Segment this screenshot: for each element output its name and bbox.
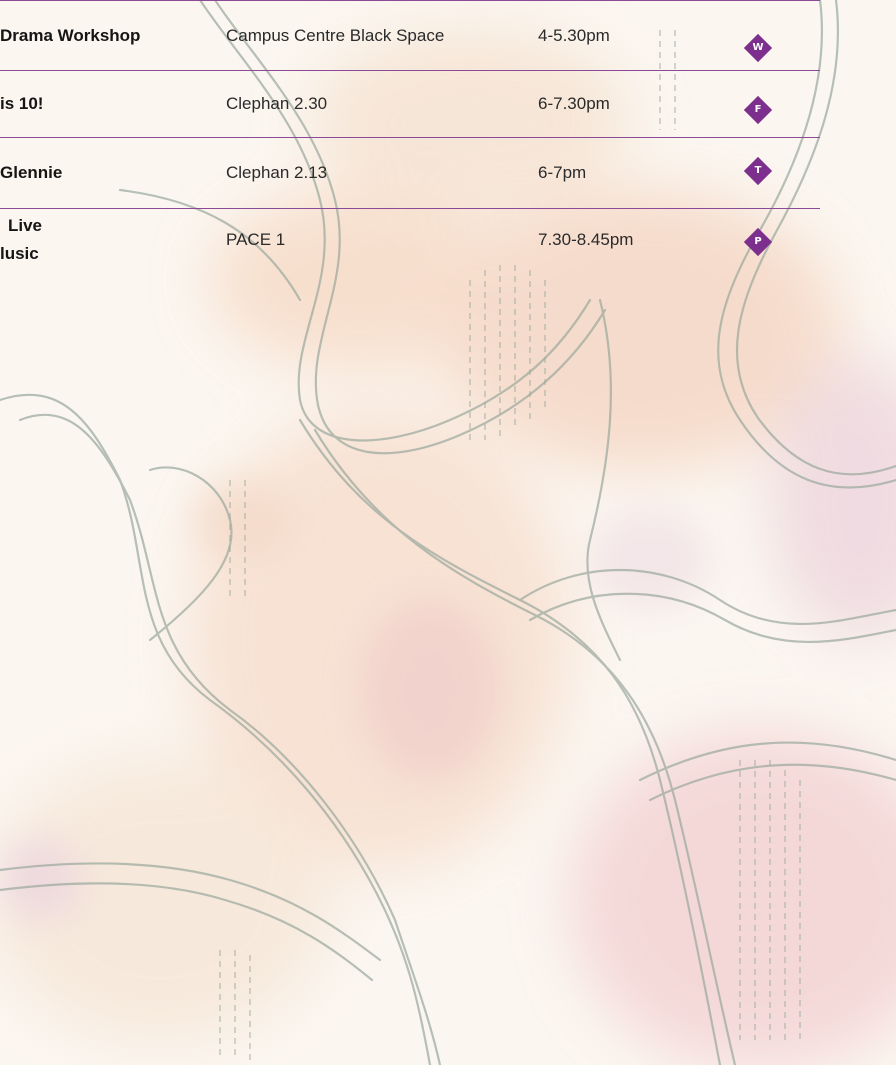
event-venue: Clephan 2.30 bbox=[226, 94, 328, 113]
event-title: Drama Workshop bbox=[0, 26, 141, 45]
event-venue: PACE 1 bbox=[226, 230, 286, 249]
event-title-line-1: Live bbox=[8, 216, 43, 235]
badge-letter: F bbox=[754, 104, 762, 115]
event-title-line-2: lusic bbox=[0, 244, 39, 263]
category-badge-f: F bbox=[742, 94, 774, 126]
schedule-row: Drama Workshop Campus Centre Black Space… bbox=[0, 0, 896, 70]
category-badge-p: P bbox=[742, 226, 774, 258]
schedule-row: is 10! Clephan 2.30 6-7.30pm F bbox=[0, 70, 896, 137]
event-time: 4-5.30pm bbox=[538, 26, 610, 45]
row-divider bbox=[0, 137, 820, 138]
event-title: Glennie bbox=[0, 163, 63, 182]
event-title: is 10! bbox=[0, 94, 44, 113]
row-divider bbox=[0, 0, 820, 1]
category-badge-t: T bbox=[742, 155, 774, 187]
event-time: 6-7pm bbox=[538, 163, 587, 182]
row-divider bbox=[0, 70, 820, 71]
category-badge-w: W bbox=[742, 32, 774, 64]
schedule-row: Live lusic PACE 1 7.30-8.45pm P bbox=[0, 208, 896, 278]
row-divider bbox=[0, 208, 820, 209]
badge-letter: W bbox=[752, 42, 764, 53]
event-time: 6-7.30pm bbox=[538, 94, 610, 113]
event-schedule: Drama Workshop Campus Centre Black Space… bbox=[0, 0, 896, 300]
badge-letter: T bbox=[754, 165, 762, 176]
schedule-row: Glennie Clephan 2.13 6-7pm T bbox=[0, 137, 896, 208]
event-time: 7.30-8.45pm bbox=[538, 230, 634, 249]
event-venue: Clephan 2.13 bbox=[226, 163, 328, 182]
event-venue: Campus Centre Black Space bbox=[226, 26, 445, 45]
badge-letter: P bbox=[754, 236, 762, 247]
